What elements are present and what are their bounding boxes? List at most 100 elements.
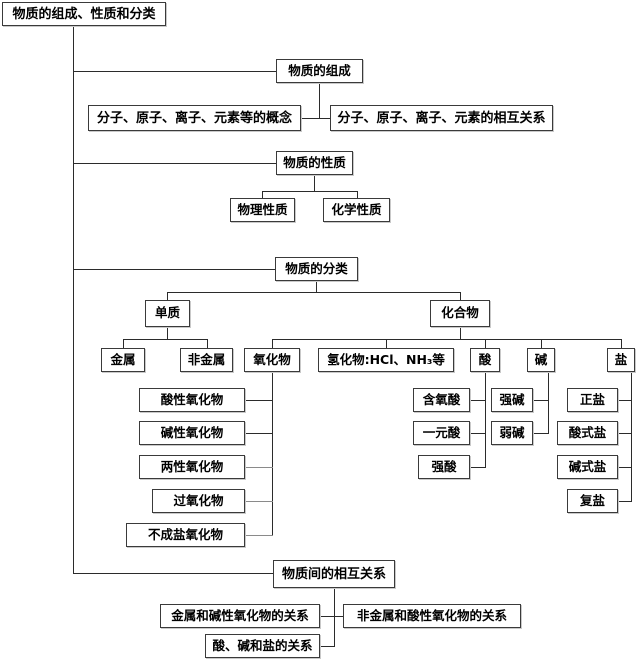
connector-base-spine xyxy=(548,372,549,433)
node-double-salt[interactable]: 复盐 xyxy=(567,489,618,513)
node-classification[interactable]: 物质的分类 xyxy=(275,257,358,281)
connector-acid-spine xyxy=(485,372,486,467)
node-basic-salt-label: 碱式盐 xyxy=(568,458,607,474)
node-normal-salt-label: 正盐 xyxy=(579,391,605,407)
node-properties[interactable]: 物质的性质 xyxy=(276,151,353,175)
node-acid[interactable]: 酸 xyxy=(470,348,500,372)
node-normal-salt[interactable]: 正盐 xyxy=(567,388,618,412)
node-oxyacid[interactable]: 含氧酸 xyxy=(413,388,470,412)
connector-base-strong xyxy=(533,400,549,401)
node-strong-base[interactable]: 强碱 xyxy=(491,388,533,412)
node-properties-label: 物质的性质 xyxy=(283,154,346,170)
node-element-substance-label: 单质 xyxy=(154,305,180,321)
node-acid-base-salt-relation-label: 酸、碱和盐的关系 xyxy=(212,637,313,653)
connector-oxide-basic xyxy=(245,433,273,434)
connector-oxide-amphoteric xyxy=(245,467,273,468)
connector-interrelation-left xyxy=(320,616,335,617)
node-nonmetal[interactable]: 非金属 xyxy=(180,348,233,372)
node-nonmetal-acidic-oxide-relation[interactable]: 非金属和酸性氧化物的关系 xyxy=(343,604,521,628)
node-peroxide[interactable]: 过氧化物 xyxy=(152,489,245,513)
node-basic-salt[interactable]: 碱式盐 xyxy=(557,455,618,479)
connector-base-drop xyxy=(541,339,542,348)
connector-oxide-peroxide xyxy=(245,501,273,502)
node-double-salt-label: 复盐 xyxy=(579,492,605,508)
node-weak-base[interactable]: 弱碱 xyxy=(491,421,533,445)
connector-classification-bus xyxy=(167,292,461,293)
node-compound-label: 化合物 xyxy=(441,305,479,321)
connector-oxide-nonsalt xyxy=(245,535,273,536)
connector-compound-bus xyxy=(272,339,622,340)
node-strong-acid-label: 强酸 xyxy=(431,458,457,474)
node-acidic-oxide[interactable]: 酸性氧化物 xyxy=(139,388,245,412)
node-metal-label: 金属 xyxy=(110,351,136,367)
connector-salt-spine xyxy=(631,372,632,501)
connector-element-substance-drop xyxy=(167,292,168,300)
node-acid-salt[interactable]: 酸式盐 xyxy=(557,421,618,445)
node-base[interactable]: 碱 xyxy=(527,348,555,372)
node-nonsalt-oxide-label: 不成盐氧化物 xyxy=(147,526,223,542)
node-root[interactable]: 物质的组成、性质和分类 xyxy=(2,2,166,26)
connector-interrelation-spine xyxy=(334,588,335,646)
connector-oxide-acidic xyxy=(245,400,273,401)
connector-compound-down xyxy=(460,327,461,339)
connector-salt-normal xyxy=(618,400,632,401)
node-physical-property-label: 物理性质 xyxy=(237,201,288,217)
node-acid-base-salt-relation[interactable]: 酸、碱和盐的关系 xyxy=(205,634,320,658)
node-chemical-property-label: 化学性质 xyxy=(331,201,382,217)
node-monobasic-acid-label: 一元酸 xyxy=(422,424,461,440)
node-composition-concepts-label: 分子、原子、离子、元素等的概念 xyxy=(96,110,292,126)
node-acidic-oxide-label: 酸性氧化物 xyxy=(160,391,224,407)
node-strong-base-label: 强碱 xyxy=(499,391,525,407)
node-amphoteric-oxide[interactable]: 两性氧化物 xyxy=(139,455,245,479)
node-nonmetal-acidic-oxide-relation-label: 非金属和酸性氧化物的关系 xyxy=(356,607,507,623)
node-monobasic-acid[interactable]: 一元酸 xyxy=(413,421,470,445)
node-chemical-property[interactable]: 化学性质 xyxy=(323,198,390,222)
connector-oxide-drop xyxy=(272,339,273,348)
connector-acid-monobasic xyxy=(470,433,486,434)
node-oxyacid-label: 含氧酸 xyxy=(422,391,461,407)
node-hydride-label: 氢化物:HCl、NH₃等 xyxy=(327,351,445,367)
connector-physical-property-drop xyxy=(262,191,263,198)
connector-acid-drop xyxy=(485,339,486,348)
node-strong-acid[interactable]: 强酸 xyxy=(418,455,470,479)
node-salt[interactable]: 盐 xyxy=(607,348,635,372)
connector-properties-down xyxy=(314,175,315,191)
node-nonmetal-label: 非金属 xyxy=(187,351,226,367)
node-composition-relations[interactable]: 分子、原子、离子、元素的相互关系 xyxy=(330,105,553,131)
node-peroxide-label: 过氧化物 xyxy=(173,492,224,508)
node-metal-basic-oxide-relation[interactable]: 金属和碱性氧化物的关系 xyxy=(160,604,320,628)
node-physical-property[interactable]: 物理性质 xyxy=(230,198,295,222)
connector-salt-acid xyxy=(618,433,632,434)
connector-composition-children xyxy=(300,118,331,119)
node-hydride[interactable]: 氢化物:HCl、NH₃等 xyxy=(318,348,454,372)
connector-trunk-to-interrelation xyxy=(73,573,274,574)
node-classification-label: 物质的分类 xyxy=(285,260,348,276)
connector-metal-drop xyxy=(123,339,124,348)
connector-interrelation-bottom xyxy=(320,646,335,647)
node-metal[interactable]: 金属 xyxy=(101,348,145,372)
node-compound[interactable]: 化合物 xyxy=(430,300,490,327)
node-composition-concepts[interactable]: 分子、原子、离子、元素等的概念 xyxy=(88,105,301,131)
node-weak-base-label: 弱碱 xyxy=(499,424,525,440)
node-composition[interactable]: 物质的组成 xyxy=(276,59,363,83)
connector-salt-double xyxy=(618,501,632,502)
connector-nonmetal-drop xyxy=(207,339,208,348)
connector-composition-down xyxy=(319,83,320,118)
connector-hydride-drop xyxy=(386,339,387,348)
node-oxide[interactable]: 氧化物 xyxy=(244,348,300,372)
connector-trunk-to-composition xyxy=(73,71,277,72)
node-composition-relations-label: 分子、原子、离子、元素的相互关系 xyxy=(337,110,546,126)
node-root-label: 物质的组成、性质和分类 xyxy=(12,6,156,22)
connector-acid-oxyacid xyxy=(470,400,486,401)
connector-classification-down xyxy=(316,281,317,292)
connector-root-trunk xyxy=(73,25,74,573)
node-nonsalt-oxide[interactable]: 不成盐氧化物 xyxy=(126,523,245,547)
connector-trunk-to-properties xyxy=(73,163,277,164)
node-interrelation[interactable]: 物质间的相互关系 xyxy=(273,560,395,588)
node-element-substance[interactable]: 单质 xyxy=(145,300,190,327)
node-basic-oxide[interactable]: 碱性氧化物 xyxy=(139,421,245,445)
connector-salt-drop xyxy=(621,339,622,348)
node-acid-salt-label: 酸式盐 xyxy=(568,424,607,440)
connector-chemical-property-drop xyxy=(357,191,358,198)
connector-salt-basic xyxy=(618,467,632,468)
